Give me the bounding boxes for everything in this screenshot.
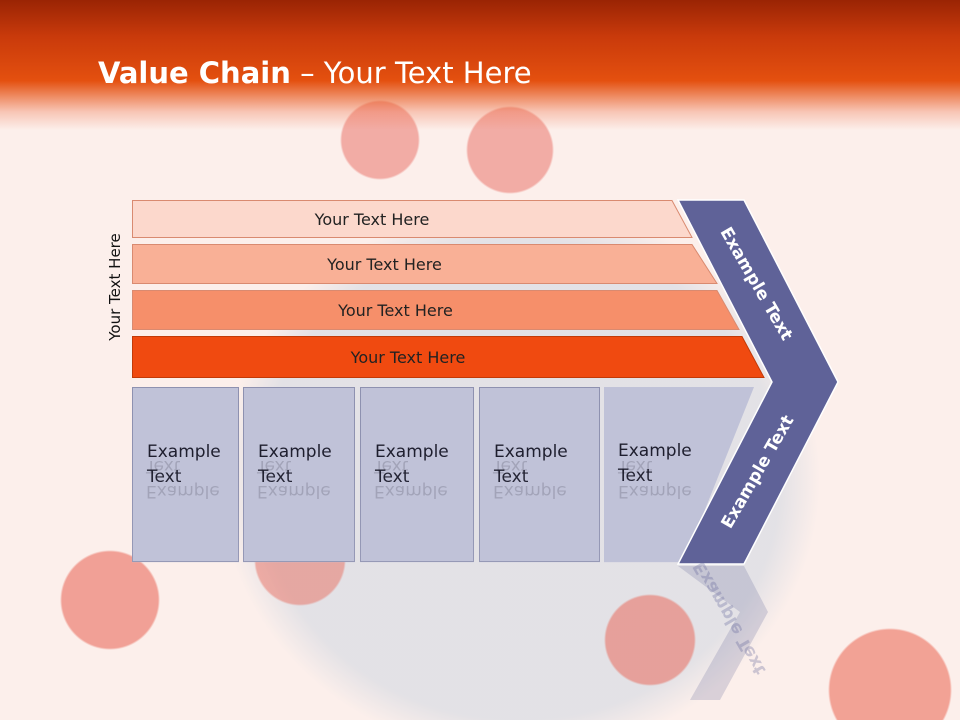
slide-title[interactable]: Value Chain – Your Text Here [98, 56, 532, 90]
box-4-line2: Text [494, 467, 529, 487]
title-rest: – Your Text Here [290, 56, 532, 90]
box-2-line2: Text [258, 467, 293, 487]
box-2-line1: Example [258, 442, 332, 462]
example-box-4[interactable]: Example Text [479, 387, 600, 562]
box-3-line1: Example [375, 442, 449, 462]
box-1-line2: Text [147, 467, 182, 487]
box-5-line2: Text [618, 466, 653, 486]
box-4-line1: Example [494, 442, 568, 462]
example-box-1[interactable]: Example Text [132, 387, 239, 562]
box-5-line1: Example [618, 441, 692, 461]
value-bars: Your Text Here Your Text Here Your Text … [132, 200, 772, 380]
header-band [0, 0, 960, 130]
example-box-2[interactable]: Example Text [243, 387, 355, 562]
title-bold: Value Chain [98, 56, 291, 90]
example-box-3[interactable]: Example Text [360, 387, 474, 562]
box-1-line1: Example [147, 442, 221, 462]
box-3-line2: Text [375, 467, 410, 487]
